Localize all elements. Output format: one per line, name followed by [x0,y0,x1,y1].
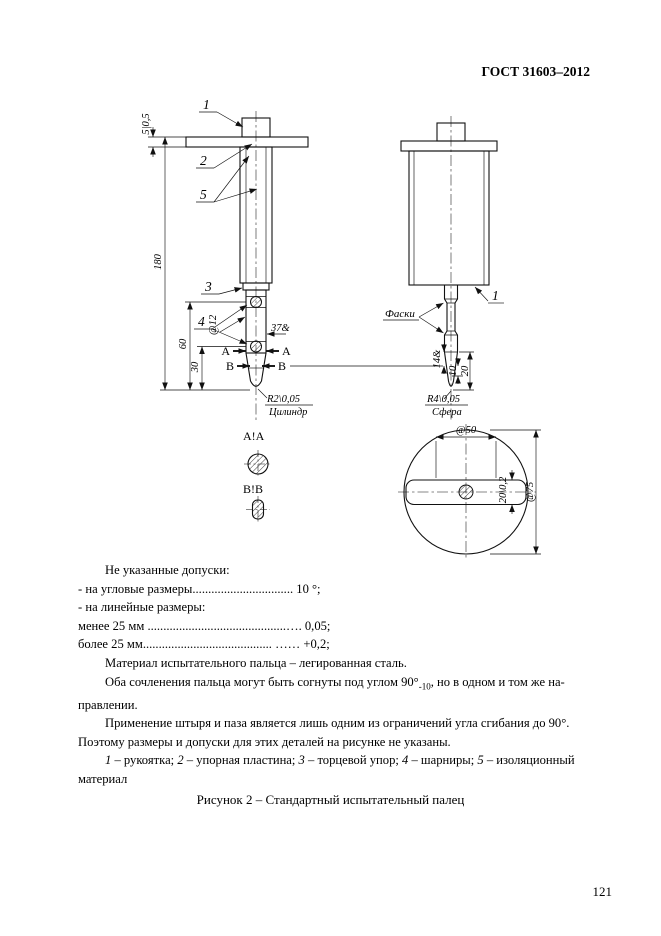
callout-stop-leader [218,287,243,295]
section-a-title: A!A [243,429,265,443]
slot-outline [405,479,527,506]
callouts: 1 2 5 3 4 [194,97,258,345]
dim-10: 10 [448,365,459,376]
dim-37: 37& [270,323,291,334]
section-b-shape [251,499,265,520]
side-handle-body [408,150,490,286]
callout-insulation-leader-1 [213,155,250,203]
tip-radius-leader [257,388,268,399]
dim-145: 14& [432,349,443,369]
note-angular: - на угловые размеры....................… [78,581,321,596]
callout-insulation-leader-2 [213,188,258,203]
callout-handle-side-leader [474,286,489,302]
chamfers-label: Фаски [385,308,415,320]
dim-plate-thickness: 5|0,5 [141,113,152,134]
cylinder-label: Цилиндр [268,407,307,418]
bend-text: Оба сочленения пальца могут быть согнуты… [105,674,419,689]
finger-diameter-leader [219,316,246,333]
legend-text-2: – упорная пластина; [183,753,299,768]
bend-text-rest: , но в одном и том же на- [430,674,565,689]
sphere-radius-leader [443,390,452,400]
bend-subscript: -10 [418,681,431,692]
dim-slot-dia: @50 [456,425,477,436]
side-guard-plate [400,140,498,152]
section-b-view: B!B [243,482,270,524]
section-b-title: B!B [243,482,263,496]
legend-line: 1 – рукоятка; 2 – упорная пластина; 3 – … [78,751,592,788]
callout-hinges-leader-1 [211,304,248,330]
note-linear-title: - на линейные размеры: [78,600,206,615]
note-more25: более 25 мм.............................… [78,637,330,652]
callout-handle-side: 1 [492,288,499,303]
section-a-mark-left: A [221,344,230,358]
guard-circle [403,429,529,555]
page-number: 121 [592,884,613,899]
callout-handle-leader [216,111,244,128]
callout-insulation: 5 [200,187,207,202]
legend-num-5: 5 [477,753,484,768]
section-b-mark-right: B [278,359,286,373]
dim-guard-dia: @75 [525,482,536,502]
notes-block: Не указанные допуски: - на угловые разме… [78,561,592,789]
guard-plate-outline [185,136,309,148]
callout-plate: 2 [200,153,207,168]
note-pin-line2: Поэтому размеры и допуски для этих детал… [78,734,451,749]
technical-drawing: A A B B 5|0,5 180 60 30 @12 37& [141,97,541,560]
figure-caption: Рисунок 2 – Стандартный испытательный па… [196,792,465,807]
handle-inner-lines [245,147,267,283]
section-a-circle [247,453,269,475]
callout-handle: 1 [203,97,210,112]
section-b-mark-left: B [226,359,234,373]
legend-num-3: 3 [298,753,305,768]
dim-tip-length: 30 [190,361,201,373]
side-view: Фаски 1 [383,116,504,421]
note-bend-line1: Оба сочленения пальца могут быть согнуты… [78,673,592,696]
chamfers-leader-1 [418,302,444,318]
finger-cross-section [458,484,474,500]
dim-total-length: 180 [153,253,164,270]
front-view-dimensions: 5|0,5 180 60 30 @12 37& R2\0,05 Цилиндр [141,113,313,418]
side-finger-profile [443,285,459,387]
section-a-view: A!A [243,429,272,478]
dim-50-extension-lines [435,441,497,478]
note-pin-line1: Применение штыря и паза является лишь од… [105,716,570,731]
sphere-label: Сфера [432,407,462,418]
front-view: A A B B [185,111,443,421]
callout-stop: 3 [204,279,212,294]
note-tolerances-title: Не указанные допуски: [105,563,230,577]
tip-radius-label: R2\0,05 [266,394,300,405]
legend-num-2: 2 [177,753,184,768]
dim-75-extension-lines [490,429,541,555]
sphere-radius-label: R4\0,05 [426,394,460,405]
dim-joint-length: 60 [178,338,189,349]
side-handle-inner-lines [413,151,485,285]
note-bend-line2: правлении. [78,697,138,712]
legend-text-3: – торцевой упор; [304,753,403,768]
callout-hinges: 4 [198,314,205,329]
dim-20: 20 [460,365,471,376]
legend-num-1: 1 [105,753,112,768]
standard-number: ГОСТ 31603–2012 [481,64,590,79]
dim-slot-width: 20\0,2 [498,476,509,503]
bottom-view: @50 20\0,2 @75 [398,424,541,560]
legend-num-4: 4 [402,753,409,768]
callout-hinges-leader-2 [211,328,248,345]
callout-plate-leader [213,143,253,169]
dim-finger-diameter: @12 [208,314,219,335]
note-material: Материал испытательного пальца – легиров… [105,655,407,670]
legend-text-5: – изоляционный материал [78,753,575,787]
legend-text-4: – шарниры; [408,753,478,768]
side-view-dimensions: 20 14& 10 R4\0,05 Сфера [425,344,474,418]
legend-text-1: – рукоятка; [111,753,178,768]
section-a-mark-right: A [282,344,291,358]
chamfers-leader-2 [418,316,444,334]
note-less25: менее 25 мм ............................… [78,618,331,633]
plate-extension-lines [148,136,186,148]
